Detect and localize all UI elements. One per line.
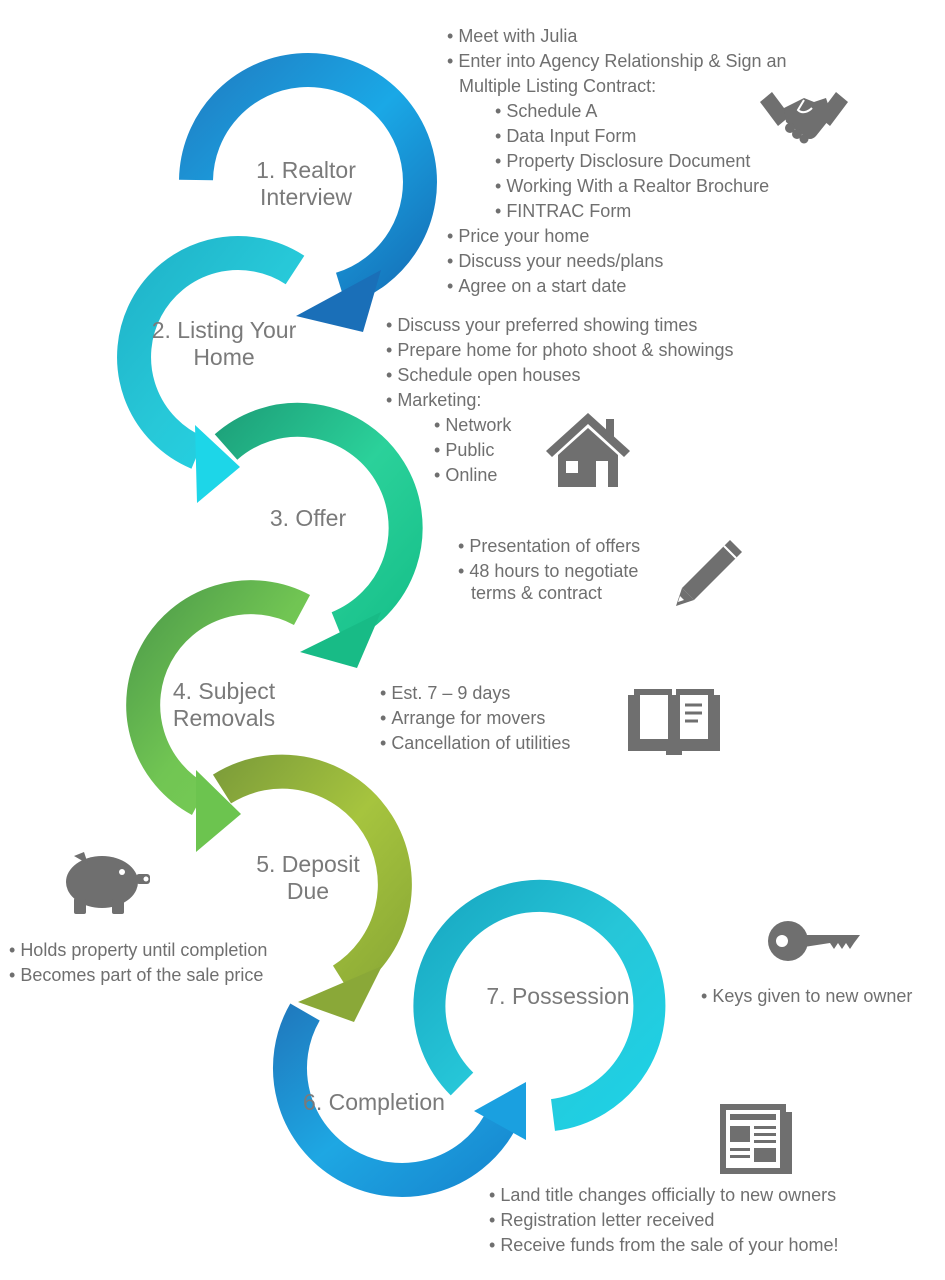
step5-label: 5. Deposit Due (256, 851, 360, 904)
step4-arrow (126, 580, 311, 852)
step5-arrow (212, 754, 412, 1022)
book-icon (628, 689, 720, 755)
pencil-icon (676, 540, 742, 606)
list-item: Discuss your needs/plans (447, 249, 787, 274)
list-item: Price your home (447, 224, 787, 249)
list-item: Arrange for movers (380, 706, 570, 731)
step7-label: 7. Possession (486, 983, 630, 1009)
step6-details: Land title changes officially to new own… (489, 1183, 838, 1258)
step3-details: Presentation of offers 48 hours to negot… (458, 534, 640, 603)
list-item: Keys given to new owner (701, 984, 912, 1009)
list-item: Receive funds from the sale of your home… (489, 1233, 838, 1258)
sub-list-item: Working With a Realtor Brochure (447, 174, 787, 199)
newspaper-icon (720, 1104, 792, 1174)
list-item: Cancellation of utilities (380, 731, 570, 756)
sub-list-item: Public (386, 438, 734, 463)
sub-list-item: Online (386, 463, 734, 488)
house-icon (546, 413, 630, 487)
handshake-icon (760, 92, 848, 144)
list-item: Marketing: (386, 388, 734, 413)
step2-label: 2. Listing Your Home (151, 317, 297, 370)
list-item: 48 hours to negotiate (458, 559, 640, 584)
list-item: Becomes part of the sale price (9, 963, 267, 988)
list-item-continuation: Multiple Listing Contract: (459, 76, 657, 96)
list-item: Agree on a start date (447, 274, 787, 299)
step3-arrow (214, 402, 423, 668)
list-item: Schedule open houses (386, 363, 734, 388)
sub-list-item: Network (386, 413, 734, 438)
key-icon (768, 921, 860, 961)
sub-list-item: Data Input Form (447, 124, 787, 149)
list-item: Est. 7 – 9 days (380, 681, 570, 706)
step7-details: Keys given to new owner (701, 984, 912, 1009)
sub-list-item: Property Disclosure Document (447, 149, 787, 174)
list-item: Holds property until completion (9, 938, 267, 963)
step1-details: Meet with Julia Enter into Agency Relati… (447, 24, 787, 299)
step7-arrow (413, 879, 666, 1131)
step2-details: Discuss your preferred showing times Pre… (386, 313, 734, 488)
piggy-bank-icon (66, 852, 150, 914)
step5-details: Holds property until completion Becomes … (9, 938, 267, 988)
list-item: Registration letter received (489, 1208, 838, 1233)
step4-label: 4. Subject Removals (172, 678, 276, 731)
step1-label: 1. Realtor Interview (256, 157, 356, 210)
list-item: Land title changes officially to new own… (489, 1183, 838, 1208)
list-item-continuation: terms & contract (471, 583, 603, 603)
step2-arrow (117, 236, 305, 503)
step6-label: 6. Completion (303, 1089, 445, 1115)
list-item: Enter into Agency Relationship & Sign an (447, 49, 786, 74)
sub-list-item: Schedule A (447, 99, 787, 124)
step6-arrow (273, 1003, 526, 1197)
sub-list-item: FINTRAC Form (447, 199, 787, 224)
list-item: Meet with Julia (447, 24, 787, 49)
list-item: Discuss your preferred showing times (386, 313, 734, 338)
list-item: Prepare home for photo shoot & showings (386, 338, 733, 363)
step3-label: 3. Offer (269, 505, 347, 531)
step1-arrow (179, 52, 437, 332)
list-item: Presentation of offers (458, 534, 640, 559)
step4-details: Est. 7 – 9 days Arrange for movers Cance… (380, 681, 570, 756)
